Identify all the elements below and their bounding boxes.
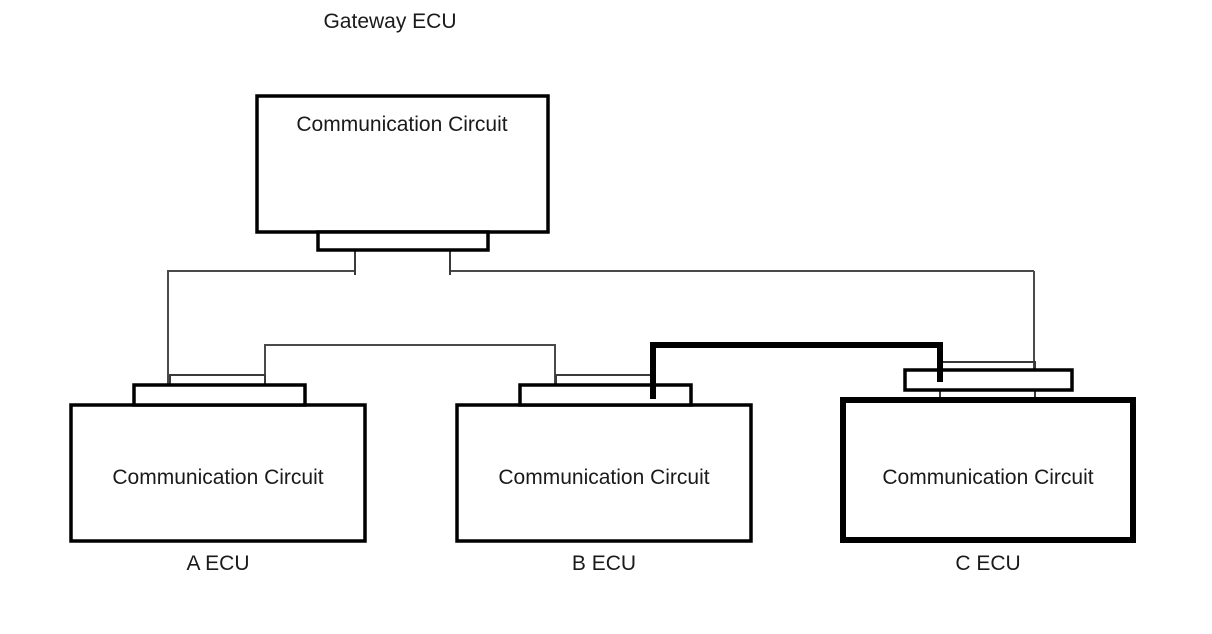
b-ecu-connector-bar[interactable] [518,383,693,407]
wire-gateway-to-a-ecu [167,250,356,399]
a-ecu-connector-bar[interactable] [132,383,307,407]
c-ecu-box[interactable] [840,397,1136,543]
wire-bus-to-b-ecu [264,344,556,399]
c-ecu-node[interactable]: Communication Circuit C ECU [840,361,1136,575]
gateway-ecu-node[interactable]: Communication Circuit [255,94,550,275]
c-ecu-connector-bar[interactable] [903,368,1074,392]
a-ecu-node[interactable]: Communication Circuit A ECU [69,374,367,575]
wire-gateway-to-b-ecu [449,250,1034,272]
b-ecu-box[interactable] [455,403,753,543]
b-ecu-circuit-label: Communication Circuit [498,466,709,489]
gateway-circuit-label: Communication Circuit [296,113,507,136]
c-ecu-label: C ECU [955,552,1020,575]
wire-bus-to-c-ecu-highlight [650,342,943,399]
a-ecu-circuit-label: Communication Circuit [112,466,323,489]
b-ecu-label: B ECU [572,552,636,575]
gateway-connector-bar[interactable] [316,230,490,252]
b-ecu-node[interactable]: Communication Circuit B ECU [455,374,753,575]
gateway-box[interactable] [255,94,550,234]
c-ecu-circuit-label: Communication Circuit [882,466,1093,489]
diagram-title: Gateway ECU [323,10,456,33]
a-ecu-label: A ECU [186,552,249,575]
highlight-wires-layer [650,342,943,399]
